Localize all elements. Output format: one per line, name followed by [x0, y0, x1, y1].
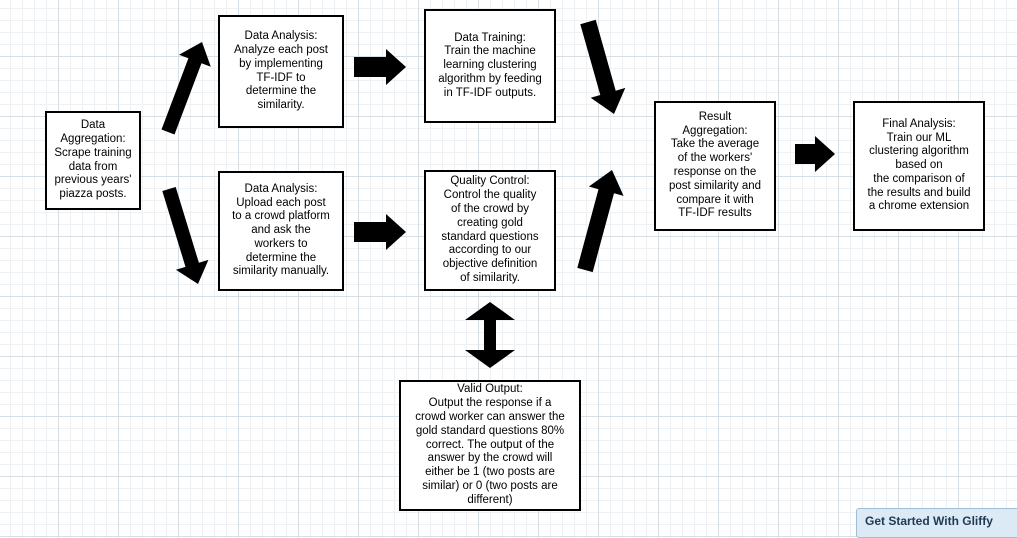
arrow-aggregation-to-tfidf — [161, 42, 211, 135]
arrow-tfidf-to-training — [354, 49, 406, 85]
arrow-crowd-to-quality — [354, 214, 406, 250]
final-analysis-box[interactable]: Final Analysis: Train our ML clustering … — [853, 101, 985, 231]
get-started-button[interactable]: Get Started With Gliffy — [856, 508, 1017, 538]
data-training-box[interactable]: Data Training: Train the machine learnin… — [424, 9, 556, 123]
arrow-training-to-result — [580, 19, 626, 114]
diagram-canvas — [161, 19, 835, 368]
diagram-arrows — [161, 19, 835, 368]
valid-output-box[interactable]: Valid Output: Output the response if a c… — [399, 380, 581, 511]
arrow-quality-to-result — [577, 170, 624, 273]
data-aggregation-box[interactable]: Data Aggregation: Scrape training data f… — [45, 111, 141, 210]
arrow-result-to-final — [795, 136, 835, 172]
quality-control-box[interactable]: Quality Control: Control the quality of … — [424, 170, 556, 291]
arrow-quality-valid-bidirectional — [465, 302, 515, 368]
arrow-aggregation-to-crowd — [162, 187, 209, 284]
data-analysis-crowd-box[interactable]: Data Analysis: Upload each post to a cro… — [218, 171, 344, 291]
data-analysis-tfidf-box[interactable]: Data Analysis: Analyze each post by impl… — [218, 15, 344, 128]
result-aggregation-box[interactable]: Result Aggregation: Take the average of … — [654, 101, 776, 231]
